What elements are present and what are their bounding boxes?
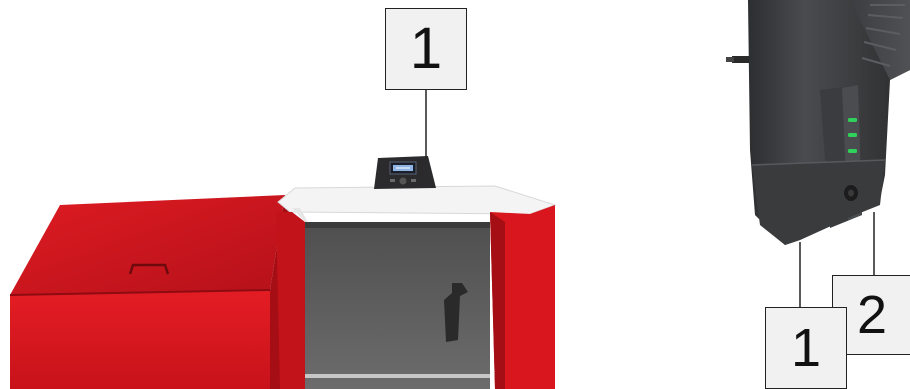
controller-display-icon <box>393 165 413 171</box>
controller-knob-icon[interactable] <box>400 178 407 185</box>
wireless-module <box>726 0 910 308</box>
callout-port-1: 1 <box>765 307 847 389</box>
boiler-controller[interactable] <box>374 156 436 189</box>
boiler-body <box>276 186 555 389</box>
socket-port-icon[interactable] <box>844 185 858 201</box>
fuel-hopper <box>10 195 290 389</box>
callout-controller: 1 <box>385 8 467 90</box>
plug-pin-icon <box>726 56 750 63</box>
boiler <box>10 90 555 389</box>
boiler-door[interactable] <box>305 222 490 389</box>
